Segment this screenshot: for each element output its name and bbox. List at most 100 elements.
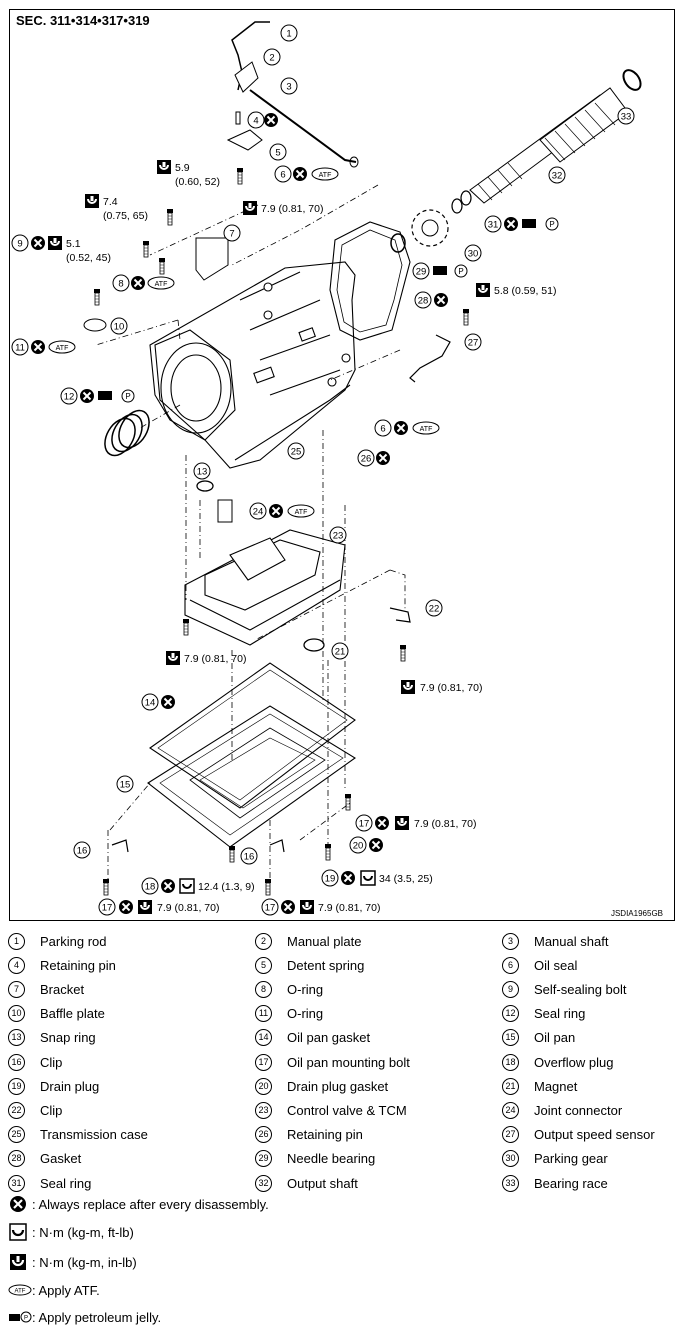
exploded-view-diagram: [9, 9, 675, 921]
svg-text:30: 30: [468, 249, 479, 260]
svg-text:P: P: [125, 392, 130, 401]
legend-label: Magnet: [534, 1078, 578, 1094]
legend-number: 27: [502, 1126, 519, 1144]
legend-number: 14: [255, 1029, 272, 1047]
svg-text:6: 6: [380, 424, 385, 435]
svg-text:ATF: ATF: [420, 426, 433, 433]
symbol-legend-item: : Always replace after every disassembly…: [8, 1195, 269, 1213]
svg-text:17: 17: [359, 819, 370, 830]
petroleum-jelly-icon: P: [8, 1308, 32, 1326]
legend-label: Output shaft: [287, 1175, 358, 1191]
legend-label: Retaining pin: [40, 957, 116, 973]
svg-text:23: 23: [333, 531, 344, 542]
legend-number: 26: [255, 1126, 272, 1144]
legend-label: Parking rod: [40, 933, 107, 949]
legend-label: Oil pan mounting bolt: [287, 1054, 410, 1070]
control-valve-tcm: [184, 529, 346, 646]
legend-number: 17: [255, 1053, 272, 1071]
symbol-legend-text: : Apply petroleum jelly.: [32, 1309, 162, 1325]
legend-label: Seal ring: [40, 1175, 92, 1191]
svg-text:4: 4: [253, 116, 258, 127]
svg-text:13: 13: [197, 467, 208, 478]
svg-text:8: 8: [118, 279, 123, 290]
legend-number: 13: [8, 1029, 25, 1047]
legend-label: O-ring: [287, 1006, 324, 1022]
svg-text:ATF: ATF: [56, 345, 69, 352]
manual-shaft: [249, 89, 357, 163]
section-title: SEC. 311•314•317•319: [16, 13, 150, 28]
legend-number: 22: [8, 1101, 25, 1119]
svg-text:6: 6: [280, 170, 285, 181]
svg-text:7.9 (0.81, 70): 7.9 (0.81, 70): [157, 902, 219, 914]
callout-labels: 1 2 3 4 5 6 7 8 9 10 11 12 13 14 15 16 1…: [11, 24, 635, 916]
bearing-race: [622, 69, 642, 91]
legend-number: 11: [255, 1005, 272, 1023]
seal-rings: [104, 409, 150, 457]
replace-x-icon: [8, 1195, 28, 1213]
legend-number: 20: [255, 1077, 272, 1095]
diagram-artwork: 1 2 3 4 5 6 7 8 9 10 11 12 13 14 15 16 1…: [11, 21, 642, 916]
svg-text:14: 14: [145, 698, 156, 709]
svg-text:34 (3.5, 25): 34 (3.5, 25): [379, 873, 433, 885]
svg-text:7.9 (0.81, 70): 7.9 (0.81, 70): [414, 818, 476, 830]
svg-text:7.9 (0.81, 70): 7.9 (0.81, 70): [318, 902, 380, 914]
symbol-legend-text: : Apply ATF.: [32, 1282, 100, 1298]
svg-text:P: P: [24, 1316, 28, 1322]
legend-number: 6: [502, 956, 519, 974]
legend-number: 28: [8, 1150, 25, 1168]
svg-text:(0.75, 65): (0.75, 65): [103, 210, 148, 222]
svg-text:33: 33: [621, 112, 632, 123]
legend-number: 19: [8, 1077, 25, 1095]
legend-number: 4: [8, 956, 25, 974]
legend-item: 27 Output speed sensor: [502, 1123, 655, 1147]
transmission-case: [149, 261, 356, 469]
atf-icon: ATF: [8, 1281, 32, 1299]
gasket: [329, 221, 411, 341]
svg-text:5.9: 5.9: [175, 162, 190, 174]
oil-pan-gasket: [149, 662, 356, 809]
output-shaft: [469, 87, 629, 204]
legend-label: Drain plug: [40, 1078, 100, 1094]
legend-number: 29: [255, 1150, 272, 1168]
svg-text:7.9 (0.81, 70): 7.9 (0.81, 70): [184, 653, 246, 665]
legend-number: 2: [255, 932, 272, 950]
figure-code: JSDIA1965GB: [610, 909, 663, 918]
svg-text:7.9 (0.81, 70): 7.9 (0.81, 70): [261, 203, 323, 215]
svg-text:11: 11: [15, 343, 25, 354]
legend-number: 1: [8, 932, 25, 950]
svg-text:7: 7: [229, 229, 234, 240]
legend-number: 21: [502, 1077, 519, 1095]
symbol-legend-item: : N·m (kg-m, ft-lb): [8, 1223, 134, 1241]
svg-text:P: P: [458, 267, 463, 276]
svg-text:29: 29: [416, 267, 427, 278]
torque-inlb-icon: [8, 1253, 28, 1271]
legend-number: 8: [255, 980, 272, 998]
svg-text:25: 25: [291, 447, 302, 458]
legend-label: Output speed sensor: [534, 1127, 655, 1143]
svg-text:7.4: 7.4: [103, 196, 118, 208]
legend-label: Oil pan gasket: [287, 1030, 371, 1046]
legend-item: 2 Manual plate: [255, 929, 361, 953]
legend-label: Oil seal: [534, 957, 578, 973]
svg-text:7.9 (0.81, 70): 7.9 (0.81, 70): [420, 682, 482, 694]
legend-label: Manual plate: [287, 933, 362, 949]
manual-plate: [234, 61, 259, 93]
legend-item: 19 Drain plug: [8, 1074, 99, 1098]
symbol-legend-item: P : Apply petroleum jelly.: [8, 1308, 161, 1326]
torque-values: 5.9 (0.60, 52) 7.4 (0.75, 65) 5.1 (0.52,…: [66, 162, 556, 914]
symbol-legend-text: : N·m (kg-m, in-lb): [32, 1254, 137, 1270]
joint-connector: [217, 499, 233, 523]
parking-gear: [411, 209, 449, 247]
legend-number: 9: [502, 980, 519, 998]
